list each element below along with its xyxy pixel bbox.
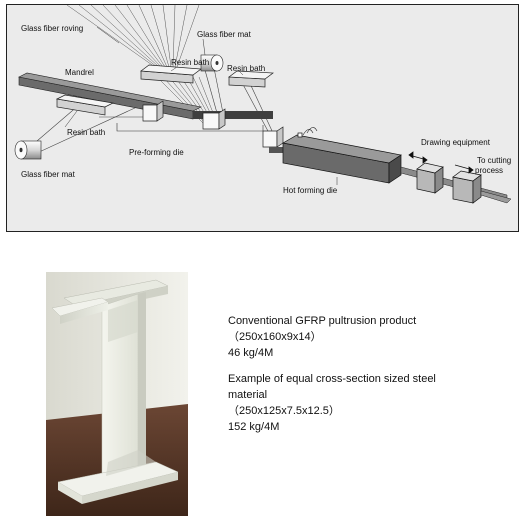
caption-spacer (228, 361, 518, 371)
conventional-weight: 46 kg/4M (228, 347, 274, 359)
glass-fiber-mat-roll-left (14, 140, 42, 160)
resin-bath-upper-right (228, 70, 274, 88)
profile-feed (269, 147, 283, 153)
label-resin-bath-top-left: Resin bath (171, 58, 209, 67)
label-mandrel: Mandrel (65, 68, 94, 77)
steel-title-line2: material (228, 389, 268, 401)
label-to-cutting-line2: process (475, 166, 503, 175)
pultrusion-diagram: Glass fiber roving Glass fiber mat Resin… (6, 4, 519, 232)
conventional-size: （250x160x9x14） (228, 331, 322, 343)
label-glass-fiber-mat-left: Glass fiber mat (21, 170, 76, 179)
resin-bath-lower (55, 94, 115, 116)
product-comparison-caption: Conventional GFRP pultrusion product （25… (228, 313, 518, 435)
steel-size: （250x125x7.5x12.5） (228, 405, 340, 417)
label-hot-forming-die: Hot forming die (283, 186, 338, 195)
gfrp-ibeam-photo (46, 272, 188, 516)
label-glass-fiber-mat-top: Glass fiber mat (197, 30, 252, 39)
gfrp-ibeam-illustration (46, 272, 188, 516)
direction-arrows (408, 151, 474, 174)
label-glass-fiber-roving: Glass fiber roving (21, 24, 83, 33)
label-pre-forming-die: Pre-forming die (129, 148, 184, 157)
label-to-cutting-line1: To cutting (477, 156, 511, 165)
pultrusion-diagram-svg: Glass fiber roving Glass fiber mat Resin… (14, 5, 512, 204)
drawing-equipment (416, 162, 482, 204)
resin-bath-upper-left (140, 64, 202, 84)
conventional-title: Conventional GFRP pultrusion product (228, 315, 417, 327)
output-profile (480, 190, 512, 204)
steel-weight: 152 kg/4M (228, 421, 280, 433)
label-resin-bath-top-right: Resin bath (227, 64, 265, 73)
glass-fiber-mat-roll-top (200, 54, 224, 72)
label-resin-bath-lower: Resin bath (67, 128, 105, 137)
leader-lines (64, 26, 338, 185)
hot-forming-die (282, 127, 402, 184)
pre-forming-die-bracket (116, 123, 264, 132)
steel-title-line1: Example of equal cross-section sized ste… (228, 373, 436, 385)
label-drawing-equipment: Drawing equipment (421, 138, 491, 147)
fiber-roving-lines (66, 5, 200, 68)
